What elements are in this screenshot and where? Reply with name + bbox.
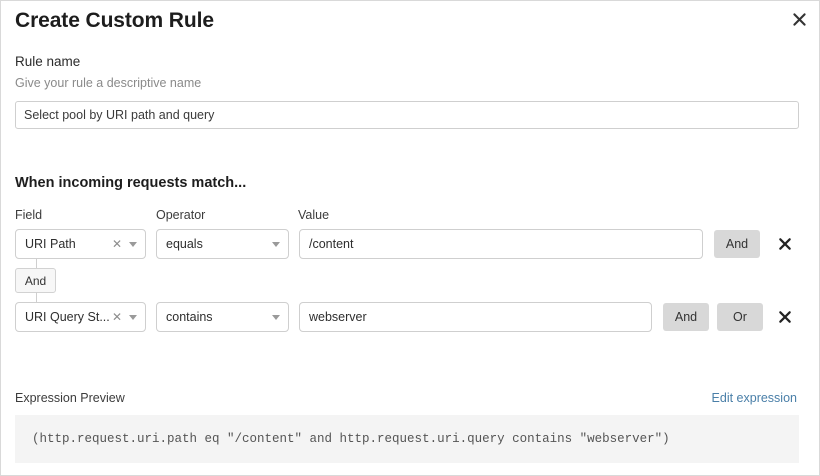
delete-condition-button-row-1[interactable] [773, 232, 797, 256]
operator-select-row-2[interactable]: contains [156, 302, 289, 332]
delete-condition-button-row-2[interactable] [773, 305, 797, 329]
value-input-row-2[interactable] [299, 302, 652, 332]
condition-row: URI Path ✕ equals And [1, 229, 819, 259]
column-header-field: Field [15, 208, 43, 222]
column-header-operator: Operator [156, 208, 206, 222]
clear-icon[interactable]: ✕ [111, 237, 122, 251]
column-header-value: Value [298, 208, 330, 222]
condition-row: URI Query St... ✕ contains And Or [1, 302, 819, 332]
field-select-value-row-2: URI Query St... [25, 310, 110, 324]
connector-line-top [36, 259, 37, 269]
rule-name-label: Rule name [15, 54, 81, 69]
add-or-condition-button-row-2[interactable]: Or [717, 303, 763, 331]
chevron-down-icon [272, 314, 280, 320]
close-dialog-button[interactable] [787, 7, 811, 31]
connector-line-bottom [36, 292, 37, 302]
field-select-row-1[interactable]: URI Path ✕ [15, 229, 146, 259]
page-title: Create Custom Rule [15, 9, 214, 32]
conditions-section-heading: When incoming requests match... [15, 175, 247, 191]
clear-icon[interactable]: ✕ [111, 310, 122, 324]
close-icon [779, 238, 791, 250]
expression-preview-code: (http.request.uri.path eq "/content" and… [15, 415, 799, 463]
operator-select-value-row-2: contains [166, 310, 213, 324]
field-select-row-2[interactable]: URI Query St... ✕ [15, 302, 146, 332]
expression-preview-label: Expression Preview [15, 391, 125, 405]
operator-select-value-row-1: equals [166, 237, 203, 251]
value-input-row-1[interactable] [299, 229, 703, 259]
add-and-condition-button-row-1[interactable]: And [714, 230, 760, 258]
rule-name-help-text: Give your rule a descriptive name [15, 76, 202, 90]
field-select-value-row-1: URI Path [25, 237, 76, 251]
chevron-down-icon [129, 314, 137, 320]
chevron-down-icon [129, 241, 137, 247]
operator-select-row-1[interactable]: equals [156, 229, 289, 259]
rule-name-input[interactable] [15, 101, 799, 129]
close-icon [779, 311, 791, 323]
chevron-down-icon [272, 241, 280, 247]
add-and-condition-button-row-2[interactable]: And [663, 303, 709, 331]
close-icon [792, 12, 806, 26]
edit-expression-link[interactable]: Edit expression [711, 391, 797, 405]
condition-connector-and[interactable]: And [15, 268, 56, 293]
